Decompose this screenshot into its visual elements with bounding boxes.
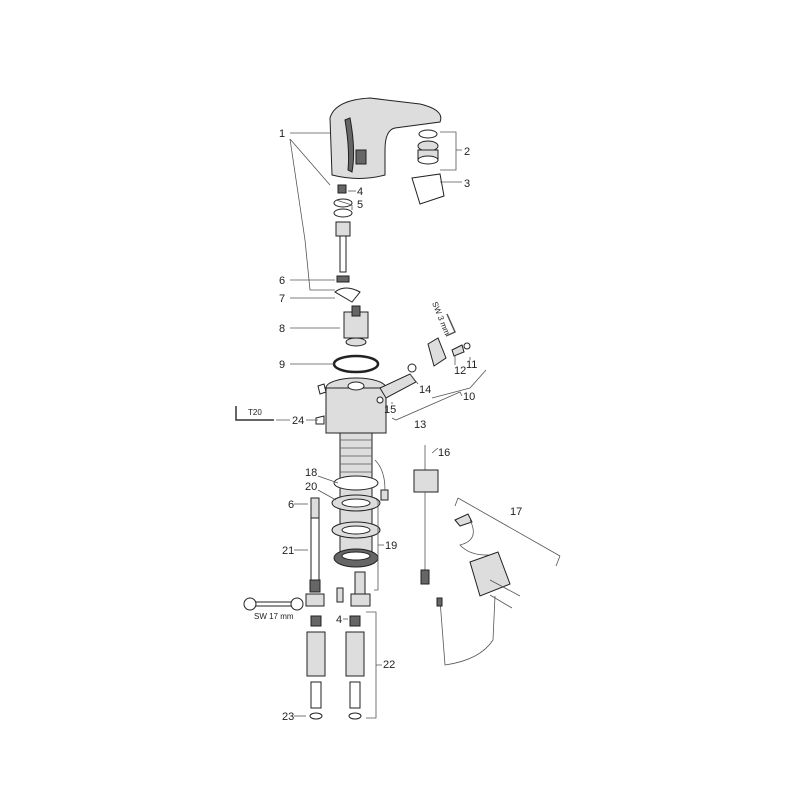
- callout-2: 2: [464, 146, 470, 158]
- torx-key-tool: [235, 406, 274, 421]
- callout-15: 15: [384, 404, 396, 416]
- callout-6: 6: [279, 275, 285, 287]
- callout-7: 7: [279, 293, 285, 305]
- solenoid-valve-parts: [376, 313, 471, 404]
- callout-12: 12: [454, 365, 466, 377]
- callout-8: 8: [279, 323, 285, 335]
- washer-set: [331, 459, 389, 607]
- hose-part: [305, 497, 325, 607]
- callout-21: 21: [282, 545, 294, 557]
- callout-4-nut: 4: [336, 614, 342, 626]
- callout-13: 13: [414, 419, 426, 431]
- callout-11: 11: [466, 359, 477, 371]
- callout-23: 23: [282, 711, 294, 723]
- callout-6-hose: 6: [288, 499, 294, 511]
- spindle-parts: [333, 184, 361, 303]
- callout-16: 16: [438, 447, 450, 459]
- filter-set: [306, 615, 365, 720]
- callout-3: 3: [464, 178, 470, 190]
- faucet-body-part: [329, 97, 442, 179]
- callout-9: 9: [279, 359, 285, 371]
- callout-1: 1: [279, 128, 285, 140]
- callout-4: 4: [357, 186, 363, 198]
- aerator-part: [411, 129, 445, 205]
- callout-19: 19: [385, 540, 397, 552]
- torx-size-label: T20: [248, 408, 262, 417]
- leader-lines: [276, 131, 561, 719]
- callout-24: 24: [292, 415, 304, 427]
- callout-20: 20: [305, 481, 317, 493]
- cartridge-part: [332, 305, 380, 374]
- callout-10: 10: [463, 391, 475, 403]
- callout-5: 5: [357, 199, 363, 211]
- callout-22: 22: [383, 659, 395, 671]
- wrench-size-label: SW 17 mm: [254, 612, 294, 621]
- wrench-tool: [243, 597, 304, 611]
- callout-14: 14: [419, 384, 431, 396]
- callout-17: 17: [510, 506, 522, 518]
- electronics-parts: [413, 445, 521, 666]
- callout-18: 18: [305, 467, 317, 479]
